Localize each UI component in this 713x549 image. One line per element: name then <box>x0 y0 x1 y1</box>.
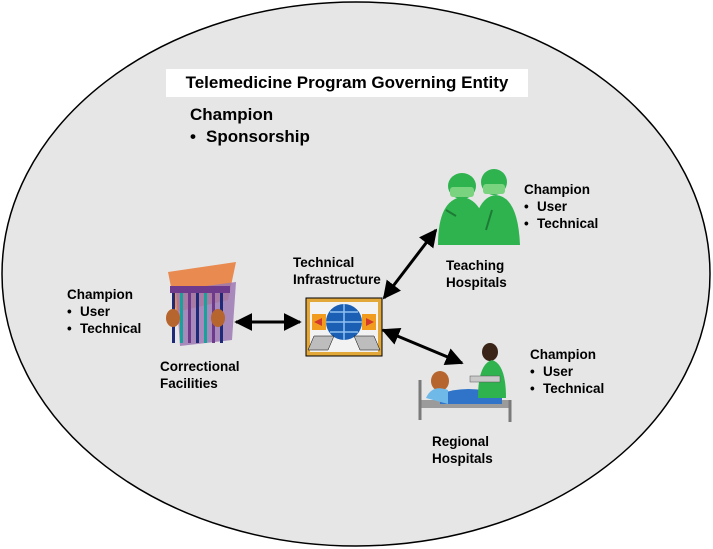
governing-item: Sponsorship <box>190 126 310 148</box>
correctional-champion: Champion User Technical <box>67 286 141 337</box>
regional-item: User <box>530 363 604 380</box>
correctional-label: Correctional Facilities <box>160 359 240 391</box>
teaching-item: Technical <box>524 215 598 232</box>
teaching-label: Teaching Hospitals <box>446 258 507 290</box>
correctional-item: User <box>67 303 141 320</box>
regional-champion: Champion User Technical <box>530 346 604 397</box>
arrow-hub-teaching <box>382 228 438 300</box>
network-hub-icon <box>305 297 383 357</box>
teaching-champion-heading: Champion <box>524 182 590 197</box>
surgeons-icon <box>438 169 520 245</box>
correctional-champion-heading: Champion <box>67 287 133 302</box>
title-box: Telemedicine Program Governing Entity <box>166 69 528 97</box>
regional-label: Regional Hospitals <box>432 434 493 466</box>
prison-bars-icon <box>166 262 236 346</box>
teaching-champion: Champion User Technical <box>524 181 598 232</box>
governing-champion: Champion Sponsorship <box>190 104 310 148</box>
hub-label: Technical Infrastructure <box>293 255 381 287</box>
teaching-item: User <box>524 198 598 215</box>
correctional-item: Technical <box>67 320 141 337</box>
regional-champion-heading: Champion <box>530 347 596 362</box>
regional-item: Technical <box>530 380 604 397</box>
page-title: Telemedicine Program Governing Entity <box>185 73 509 92</box>
patient-care-icon <box>418 343 512 422</box>
arrow-hub-regional <box>381 327 464 366</box>
governing-champion-heading: Champion <box>190 105 274 124</box>
